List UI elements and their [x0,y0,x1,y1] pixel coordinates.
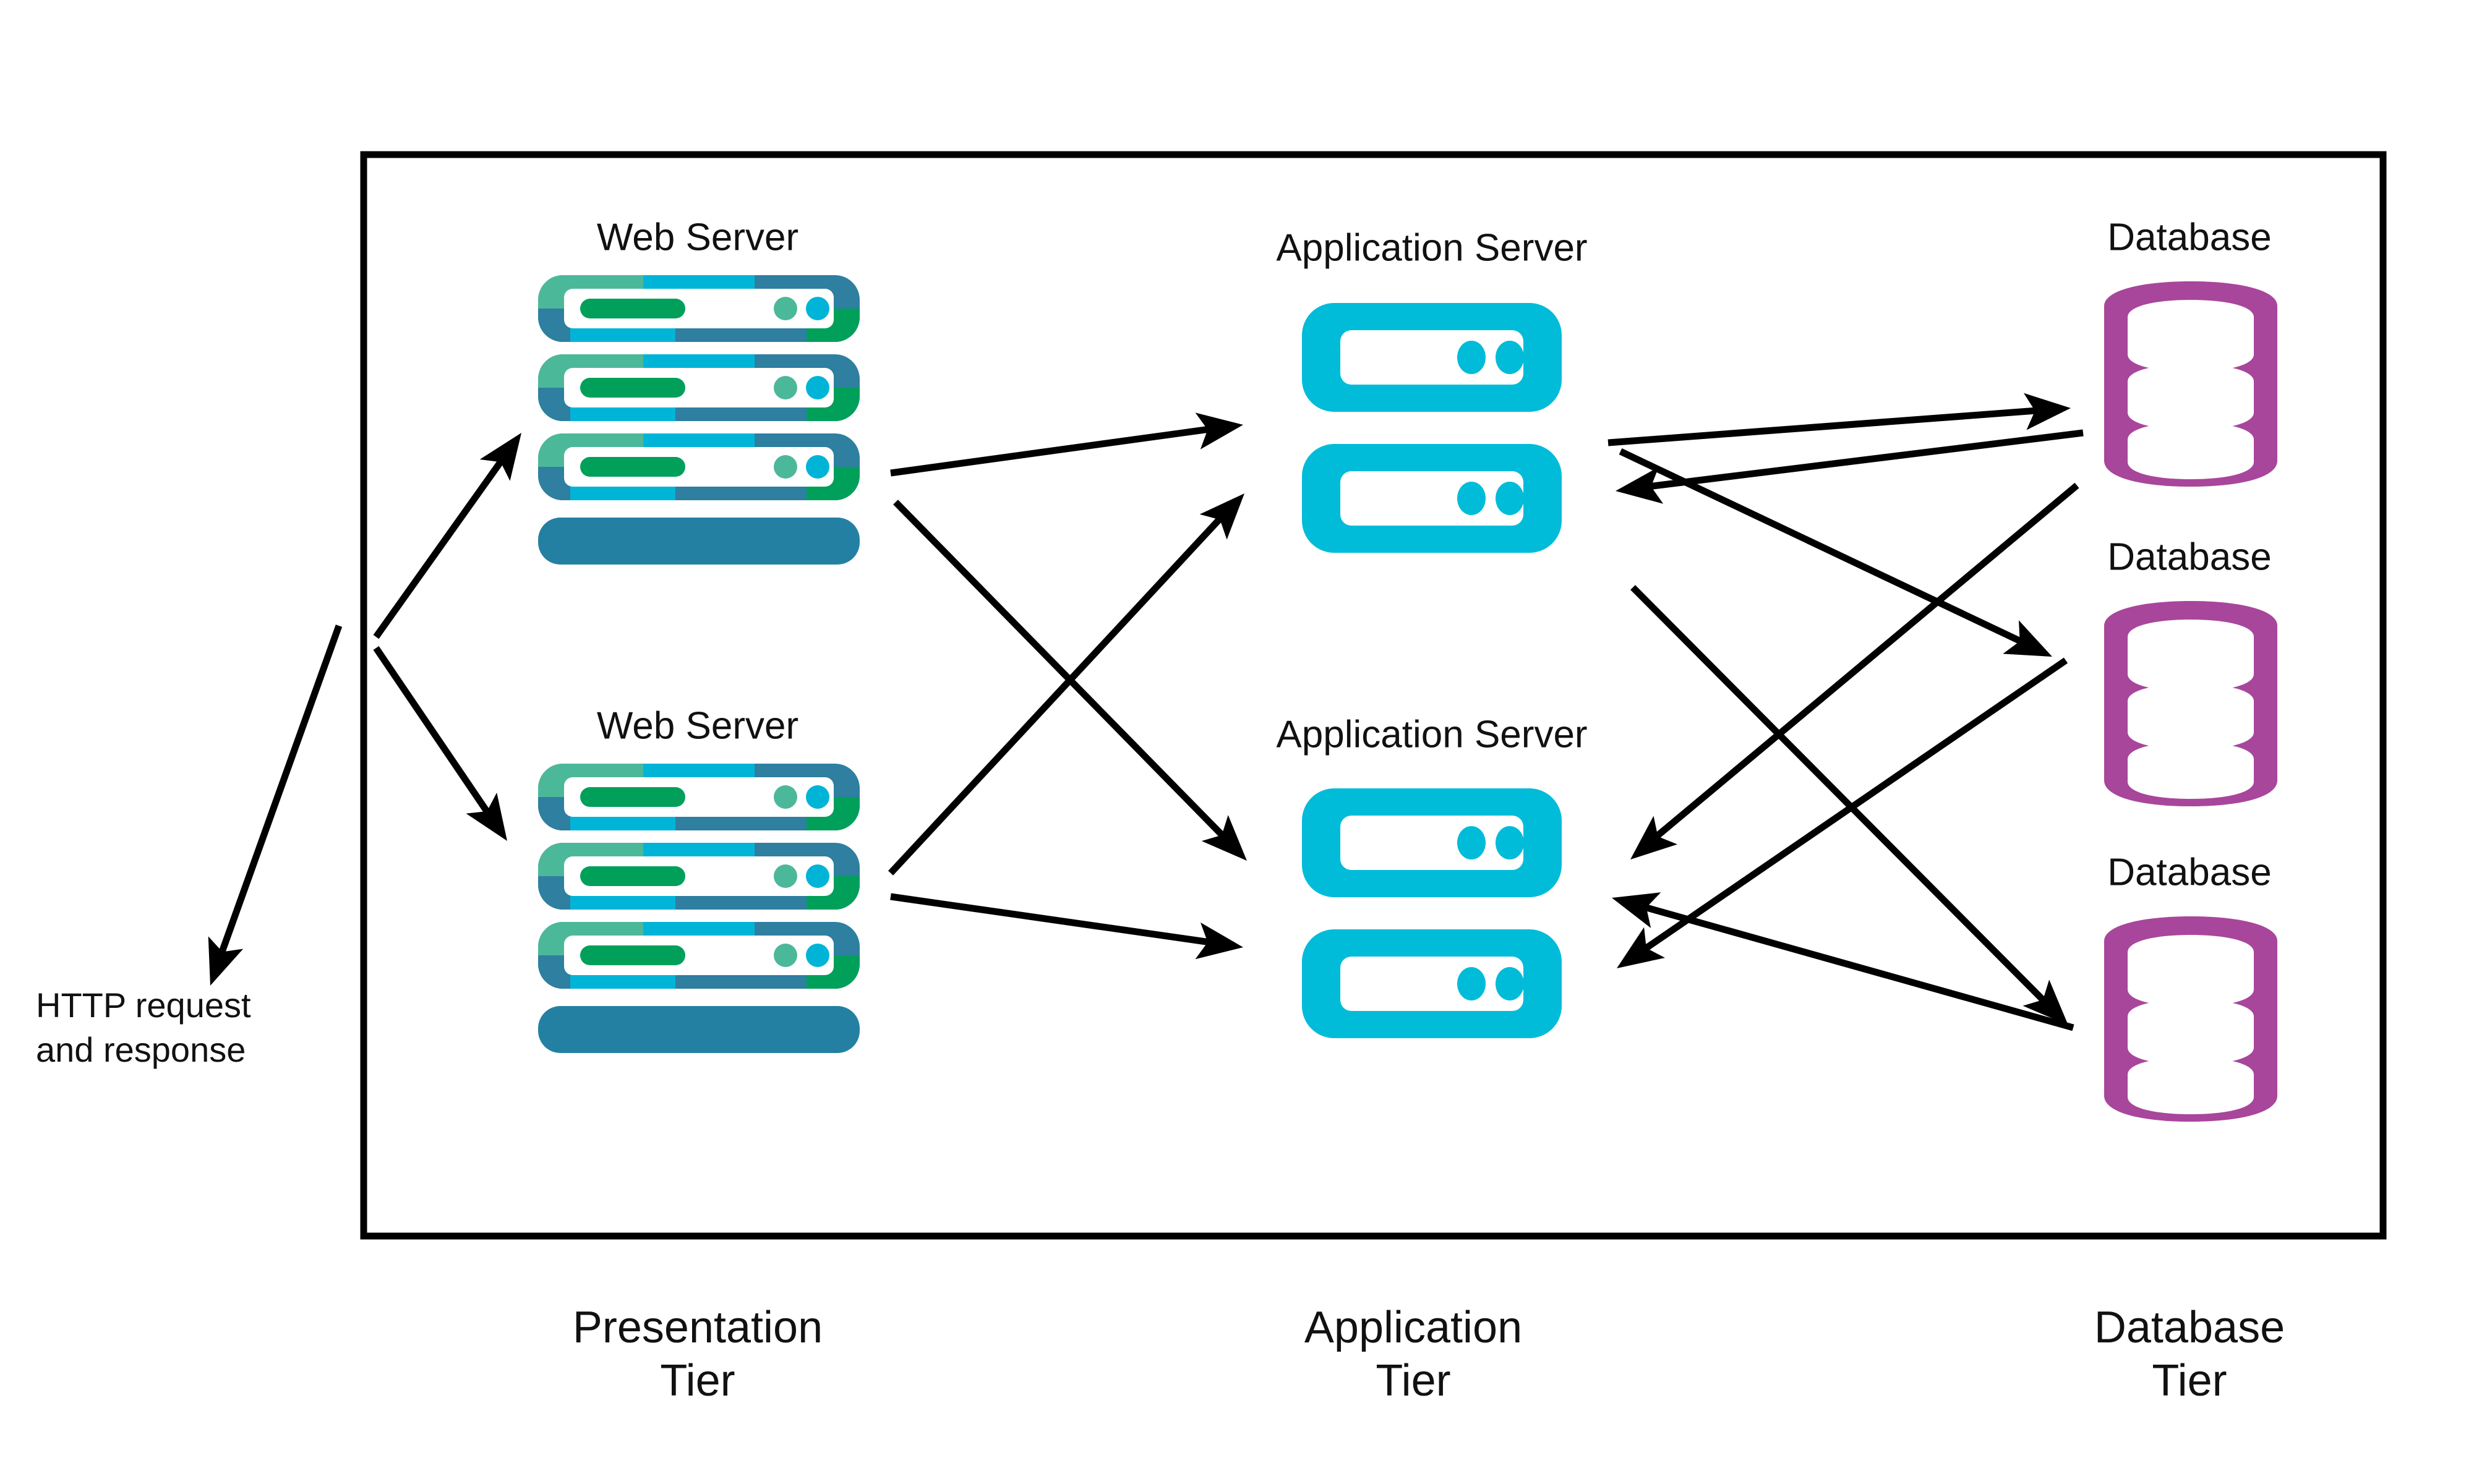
app-server-2[interactable]: Application Server [1276,713,1588,1038]
tier-label-presentation-line1: Presentation [573,1303,823,1352]
app-to-db-arrows [1606,390,2084,1039]
web-server-icon [538,764,860,1053]
database-cylinder-icon [2104,601,2277,806]
database-cylinder-icon [2104,916,2277,1122]
http-annotation-line1: HTTP request [36,986,251,1025]
database-cylinder-icon [2104,281,2277,487]
web-to-app-arrows [888,406,1261,966]
web-server-icon [538,275,860,565]
application-server-icon [1302,303,1562,412]
database-1[interactable]: Database [2104,216,2277,487]
web-server-2-label: Web Server [597,704,798,747]
application-server-icon [1302,444,1562,553]
database-3-label: Database [2107,851,2271,893]
tier-label-application-line2: Tier [1376,1356,1450,1405]
web-server-2[interactable]: Web Server [538,704,860,1053]
web-server-1[interactable]: Web Server [538,216,860,565]
tier-label-database: Database Tier [2094,1303,2285,1405]
database-3[interactable]: Database [2104,851,2277,1122]
application-server-icon [1302,788,1562,897]
http-annotation: HTTP request and response [36,986,251,1069]
app-server-2-label: Application Server [1276,713,1587,756]
diagram-frame [360,151,2387,1240]
tier-label-database-line1: Database [2094,1303,2285,1352]
web-server-1-label: Web Server [597,216,798,258]
tier-label-application-line1: Application [1304,1303,1522,1352]
database-2-label: Database [2107,535,2271,578]
database-2[interactable]: Database [2104,535,2277,806]
tier-label-presentation: Presentation Tier [573,1303,823,1405]
tier-label-database-line2: Tier [2152,1356,2227,1405]
tier-label-application: Application Tier [1304,1303,1522,1405]
tier-label-presentation-line2: Tier [660,1356,735,1405]
http-annotation-line2: and response [36,1030,246,1069]
client-fanout-arrows [192,422,537,992]
app-server-1[interactable]: Application Server [1276,226,1588,553]
app-server-1-label: Application Server [1276,226,1587,269]
database-1-label: Database [2107,216,2271,258]
application-server-icon [1302,929,1562,1038]
